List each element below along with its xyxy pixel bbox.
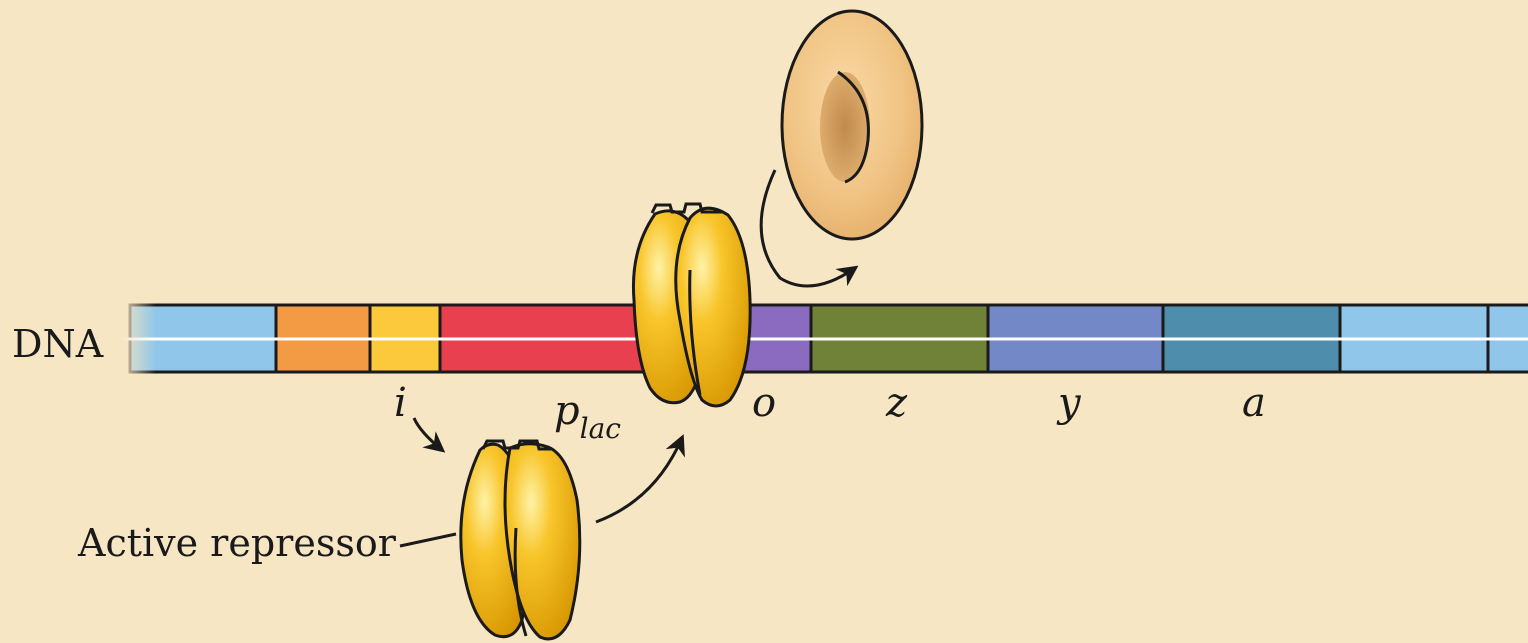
gene-label-y: y [1056,380,1082,426]
gene-label-i: i [394,380,407,426]
active-repressor-label: Active repressor [77,521,397,565]
arrow-repressor-to-operator [596,438,682,522]
gene-label-p-subscript: lac [580,412,622,445]
inducer-molecule [782,11,922,239]
dna-label: DNA [12,322,104,366]
dna-left-fade [118,300,156,378]
bound-repressor [633,204,750,406]
gene-label-z: z [885,380,908,426]
active-repressor [461,441,580,639]
dna-strand [118,300,1528,378]
active-repressor-leader-line [400,534,456,546]
gene-label-a: a [1242,380,1266,426]
gene-label-p: plac [554,388,621,445]
gene-label-o: o [752,380,776,426]
arrow-i-to-repressor [414,418,442,450]
gene-label-p-main: p [554,388,580,434]
